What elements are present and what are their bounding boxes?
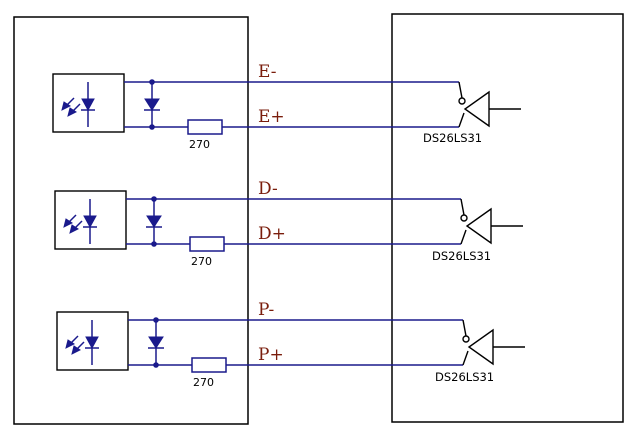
channel-e <box>52 73 521 135</box>
channel-e-receiver-label: DS26LS31 <box>423 131 482 145</box>
receiver-triangle <box>463 90 490 128</box>
channel-d-resistor-label: 270 <box>191 255 212 268</box>
channel-d-pos-label: D+ <box>258 224 286 244</box>
led-diode <box>83 215 97 229</box>
led-diode <box>81 98 95 112</box>
resistor <box>187 119 223 135</box>
resistor <box>189 236 225 252</box>
channel-d-receiver-label: DS26LS31 <box>432 249 491 263</box>
left-module-box <box>13 16 249 425</box>
channel-d-neg-label: D- <box>258 179 278 199</box>
resistor <box>191 357 227 373</box>
protection-diode <box>148 336 164 349</box>
channel-p <box>56 311 525 373</box>
right-module-box <box>391 13 624 423</box>
channel-p-receiver-label: DS26LS31 <box>435 370 494 384</box>
channel-e-pos-label: E+ <box>258 107 285 127</box>
optocoupler-box <box>56 311 129 371</box>
channel-e-resistor-label: 270 <box>189 138 210 151</box>
channel-d <box>54 190 523 252</box>
protection-diode <box>146 215 162 228</box>
receiver-triangle <box>465 207 492 245</box>
optocoupler-box <box>54 190 127 250</box>
receiver-triangle <box>467 328 494 366</box>
led-diode <box>85 336 99 350</box>
optocoupler-box <box>52 73 125 133</box>
channel-p-resistor-label: 270 <box>193 376 214 389</box>
channel-p-pos-label: P+ <box>258 345 284 365</box>
channel-e-neg-label: E- <box>258 62 276 82</box>
channel-p-neg-label: P- <box>258 300 274 320</box>
protection-diode <box>144 98 160 111</box>
